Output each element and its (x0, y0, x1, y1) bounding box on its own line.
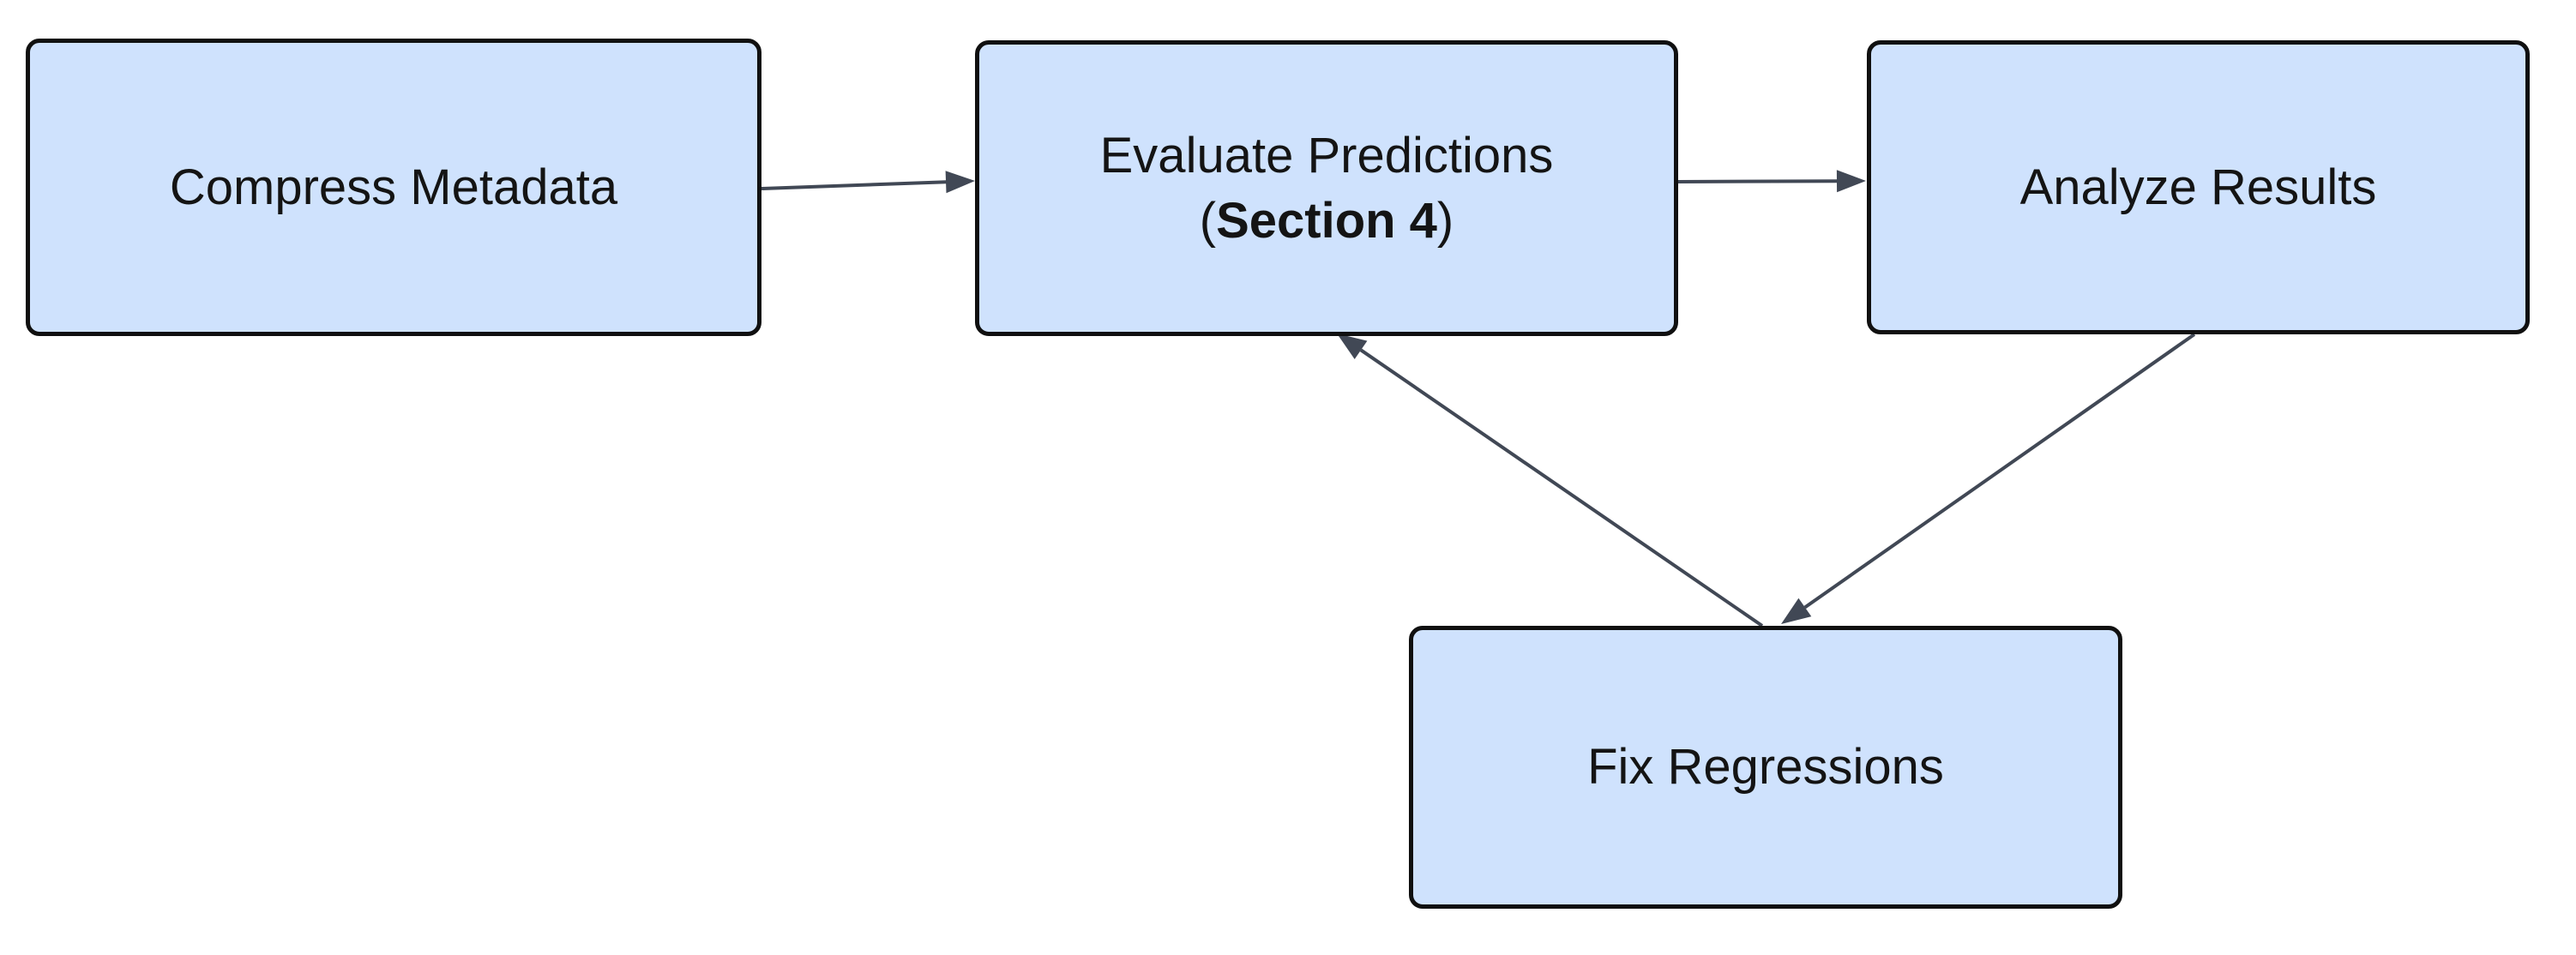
node-compress-metadata-label: Compress Metadata (169, 159, 618, 215)
edge-fix-to-evaluate-arrowhead (1337, 333, 1368, 359)
node-evaluate-predictions-label-line1: Evaluate Predictions (1099, 127, 1554, 183)
edge-analyze-to-fix-arrowhead (1781, 598, 1812, 624)
edge-fix-to-evaluate (1337, 333, 1764, 628)
edge-fix-to-evaluate-line (1359, 348, 1764, 628)
node-analyze-results[interactable]: Analyze Results (1867, 40, 2530, 334)
edge-compress-to-evaluate-arrowhead (945, 171, 975, 194)
open-paren: ( (1199, 192, 1217, 249)
section-reference: Section 4 (1216, 192, 1437, 249)
close-paren: ) (1436, 192, 1454, 249)
node-fix-regressions-label: Fix Regressions (1587, 739, 1944, 795)
edge-analyze-to-fix-line (1803, 333, 2196, 610)
edge-evaluate-to-analyze (1677, 170, 1866, 193)
edge-evaluate-to-analyze-line (1677, 179, 1839, 183)
node-evaluate-predictions-label-line2: (Section 4) (1200, 189, 1454, 254)
edge-compress-to-evaluate (761, 171, 975, 194)
edge-compress-to-evaluate-line (761, 180, 948, 190)
node-analyze-results-label: Analyze Results (2019, 159, 2377, 215)
node-fix-regressions[interactable]: Fix Regressions (1409, 626, 2122, 909)
edge-evaluate-to-analyze-arrowhead (1836, 170, 1866, 193)
node-compress-metadata[interactable]: Compress Metadata (26, 39, 761, 336)
node-evaluate-predictions[interactable]: Evaluate Predictions (Section 4) (975, 40, 1678, 336)
edge-analyze-to-fix (1781, 333, 2196, 624)
